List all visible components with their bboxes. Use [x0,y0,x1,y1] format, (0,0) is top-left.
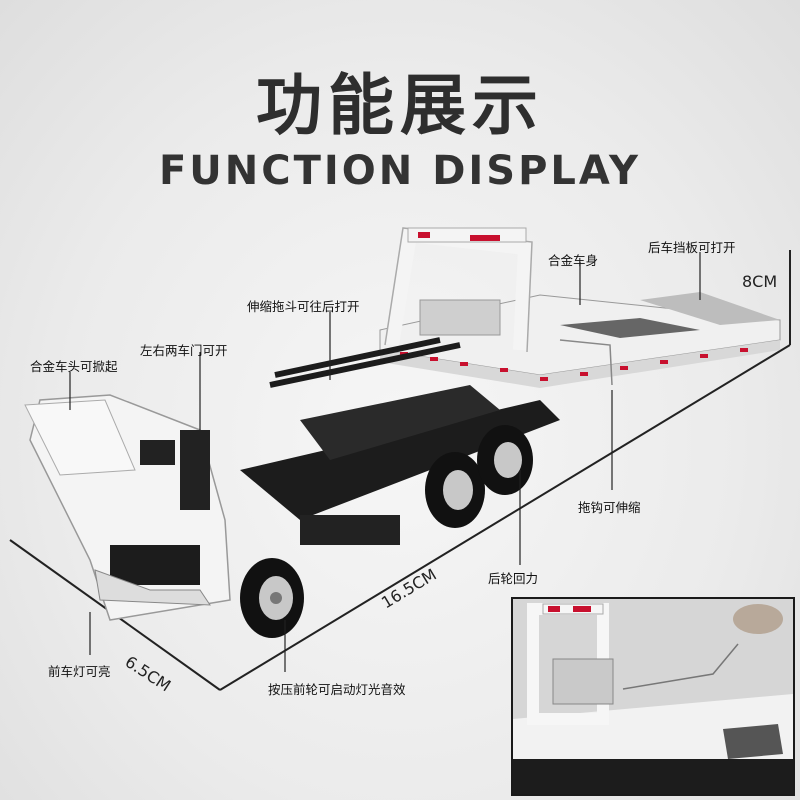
callout-alloy-body: 合金车身 [548,253,599,268]
callout-rear-wheel: 后轮回力 [488,571,539,586]
callout-headlight: 前车灯可亮 [48,664,111,679]
winch-box [419,299,501,336]
open-door [180,430,210,510]
front-wheel [240,558,304,638]
tilted-hood [24,399,136,476]
callout-tailgate: 后车挡板可打开 [648,240,736,255]
chassis [240,337,560,545]
callout-lines [69,252,701,672]
callout-hook: 拖钩可伸缩 [578,500,641,515]
callout-doors: 左右两车门可开 [140,343,228,358]
cab [24,394,231,621]
wheels [240,425,533,638]
tailgate-ramp [640,292,780,325]
dimension-height: 8CM [742,272,778,291]
callout-alloy-head: 合金车头可掀起 [30,359,118,374]
grille [110,545,200,585]
inset-illustration [513,599,793,794]
grip-plate [560,318,700,338]
title-chinese: 功能展示 [256,67,544,144]
callout-telescopic-bucket: 伸缩拖斗可往后打开 [247,299,360,314]
tow-hook [559,339,613,386]
rear-wheel-1 [425,452,485,528]
callout-press-wheel: 按压前轮可启动灯光音效 [268,682,406,697]
title-english: FUNCTION DISPLAY [158,148,641,194]
length-line [219,344,791,691]
rear-wheel-2 [477,425,533,495]
detail-inset [511,597,795,796]
